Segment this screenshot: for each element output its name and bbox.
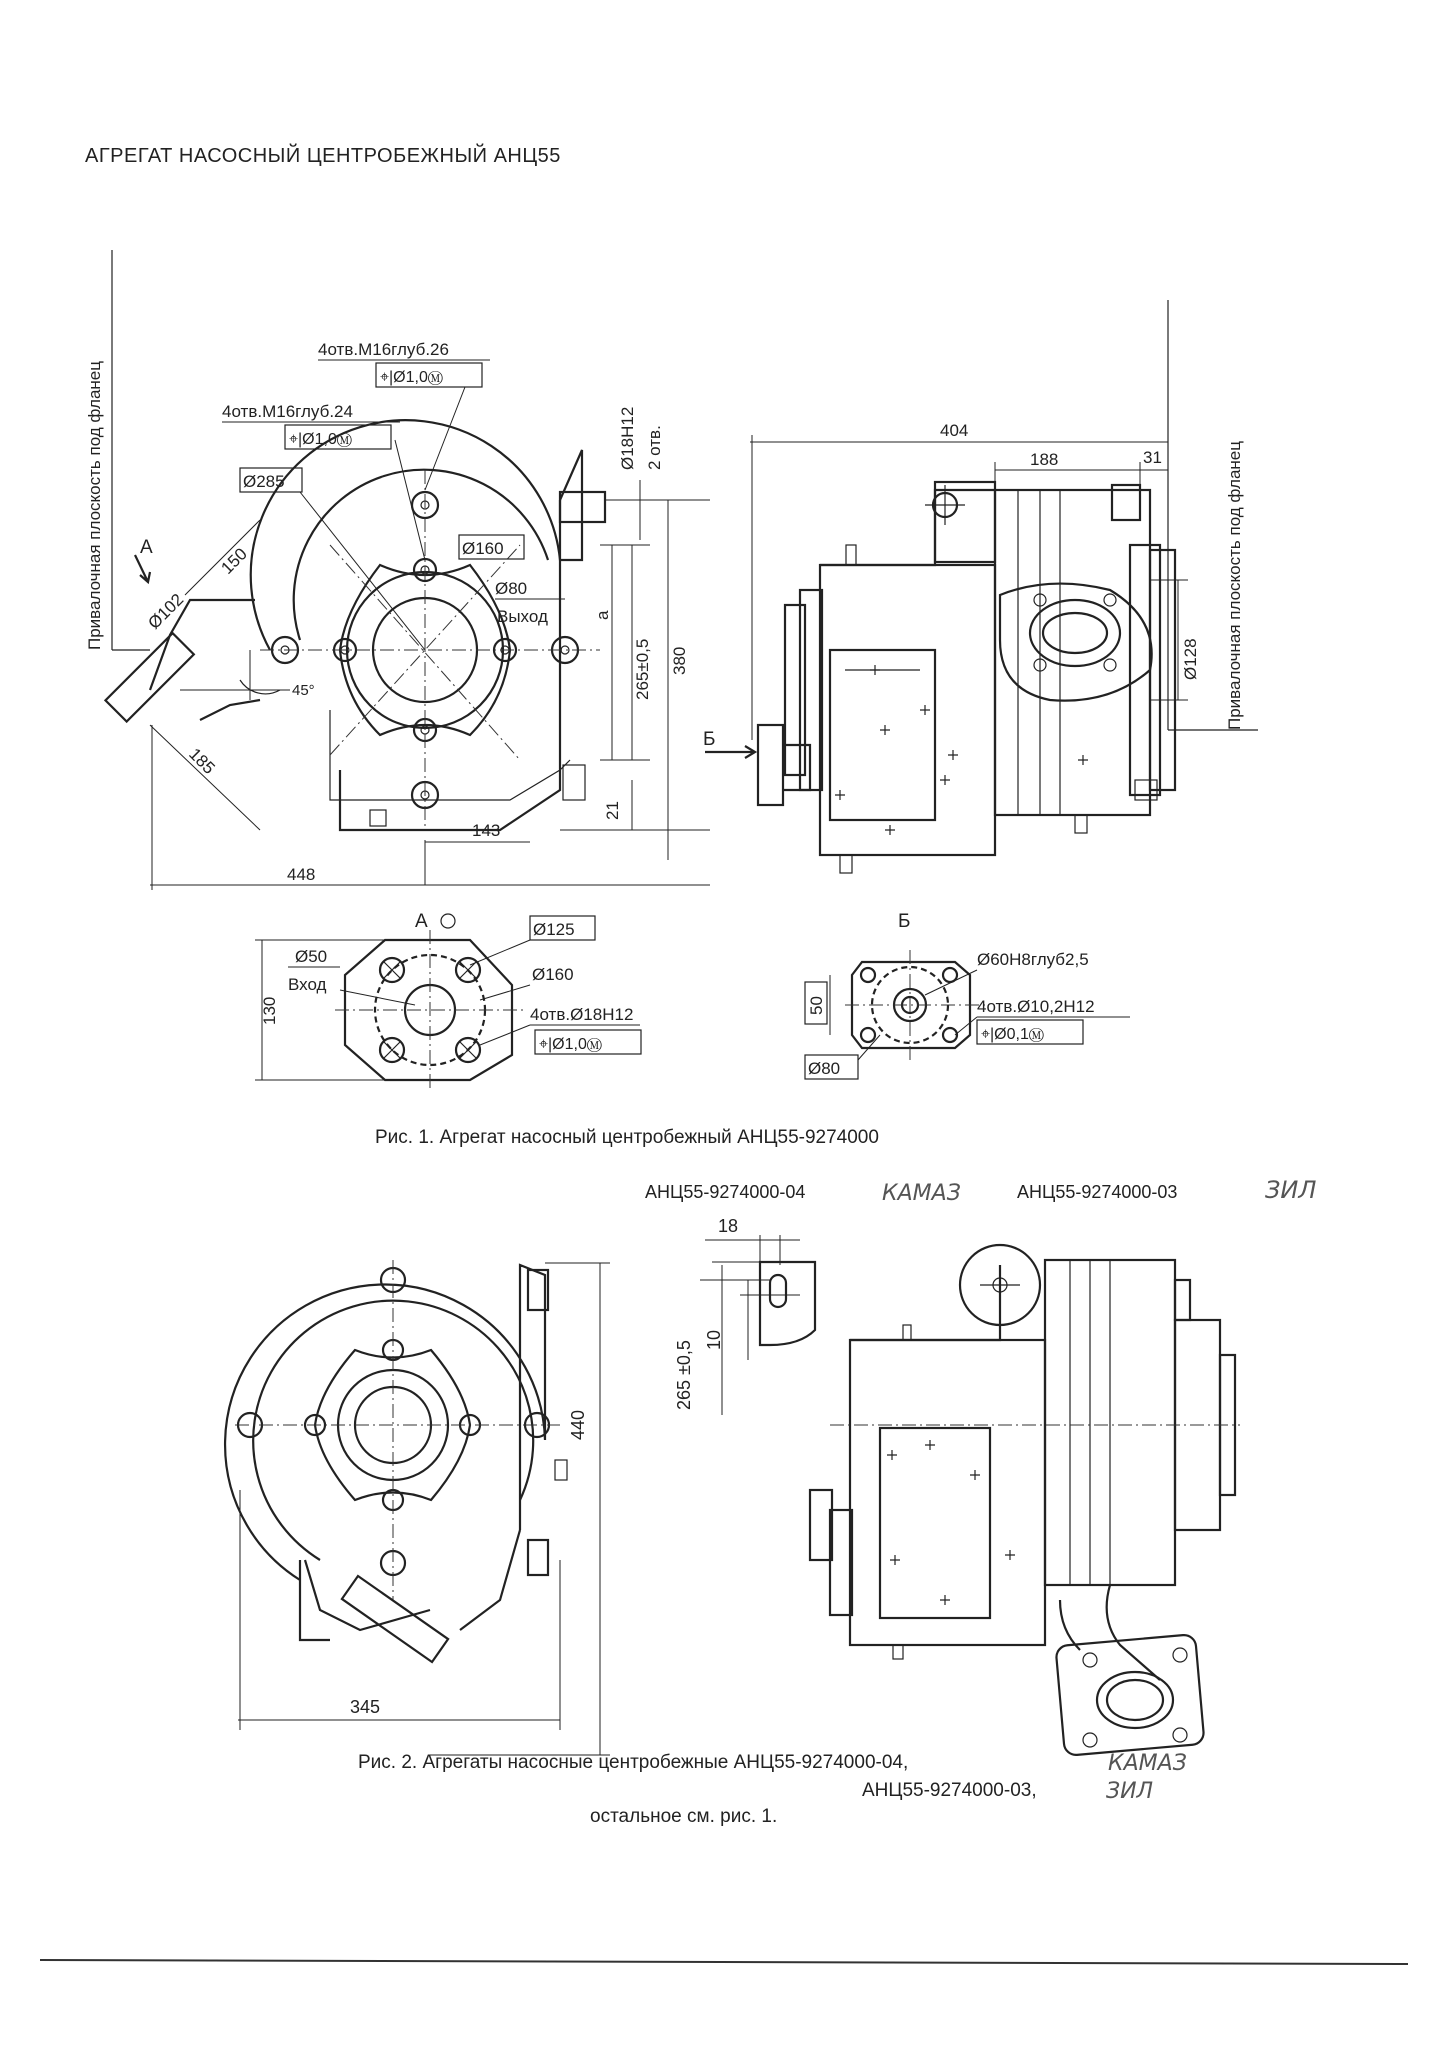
fig1-side-view: Привалочная плоскость под фланец Б <box>703 300 1258 874</box>
detail-a-d160: Ø160 <box>532 965 574 984</box>
d128-label: Ø128 <box>1181 638 1200 680</box>
view-a-arrow-label: А <box>140 537 153 558</box>
dim440-label: 440 <box>568 1410 588 1440</box>
dim404-label: 404 <box>940 421 968 440</box>
figure1-caption: Рис. 1. Агрегат насосный центробежный АН… <box>375 1127 879 1148</box>
dim-a-label: а <box>593 610 612 620</box>
detail-a-inlet: Вход <box>288 975 327 994</box>
detail-b-tol: ⌖|Ø0,1Ⓜ <box>981 1026 1044 1043</box>
detail-a-d125: Ø125 <box>533 920 575 939</box>
outlet-label: Выход <box>497 607 548 626</box>
fig1-side-annotations: 404 188 31 Ø128 <box>750 421 1200 740</box>
d285-label: Ø285 <box>243 472 285 491</box>
mount-plane-label-right: Привалочная плоскость под фланец <box>1225 441 1244 730</box>
dim21-label: 21 <box>603 801 622 820</box>
hand-note-zil-top: ЗИЛ <box>1265 1176 1316 1204</box>
detail-b-d60: Ø60H8глуб2,5 <box>977 950 1089 969</box>
holes-mid-label: 4отв.М16глуб.24 <box>222 402 353 421</box>
mount-plane-label-left: Привалочная плоскость под фланец <box>85 361 104 650</box>
hand-note-kamaz-bottom: КАМАЗ <box>1108 1751 1187 1776</box>
dim143-label: 143 <box>472 821 500 840</box>
detail-a-d50: Ø50 <box>295 947 327 966</box>
dim265-label: 265±0,5 <box>633 639 652 700</box>
holes2-label: 2 отв. <box>645 425 664 470</box>
caption2-line1: Рис. 2. Агрегаты насосные центробежные А… <box>358 1752 908 1773</box>
detail-a-title: А <box>415 911 428 932</box>
detail-a-dim130: 130 <box>260 997 279 1025</box>
figure2-caption: Рис. 2. Агрегаты насосные центробежные А… <box>358 1751 1187 1827</box>
bottom-rule <box>39 1959 1409 1965</box>
dim150-label: 150 <box>217 544 250 577</box>
detail-b: Б Ø60H8глуб2,5 4отв.Ø10,2H12 ⌖|Ø0,1Ⓜ 50 … <box>804 911 1130 1080</box>
detail-a-tol: ⌖|Ø1,0Ⓜ <box>539 1036 602 1053</box>
hand-note-kamaz-top: КАМАЗ <box>882 1181 961 1206</box>
tol-mid-label: ⌖|Ø1,0Ⓜ <box>289 431 352 448</box>
detail-b-dim50: 50 <box>807 996 826 1015</box>
page-title: АГРЕГАТ НАСОСНЫЙ ЦЕНТРОБЕЖНЫЙ АНЦ55 <box>85 143 561 167</box>
detail-a: А Ø125 Ø50 Вход Ø160 130 4отв.Ø18H12 ⌖|Ø… <box>255 911 642 1090</box>
fig2-detail: 18 265 ±0,5 10 <box>674 1216 817 1415</box>
tol-top-label: ⌖|Ø1,0Ⓜ <box>380 369 443 386</box>
dim380-label: 380 <box>670 647 689 675</box>
fig2-side-view <box>808 1243 1240 1756</box>
detail-b-d80: Ø80 <box>808 1059 840 1078</box>
caption2-line3: остальное см. рис. 1. <box>590 1806 777 1827</box>
view-b-arrow-label: Б <box>703 729 715 750</box>
detail-b-title: Б <box>898 911 910 932</box>
detail-a-holes: 4отв.Ø18H12 <box>530 1005 633 1024</box>
model-03-label: АНЦ55-9274000-03 <box>1017 1182 1177 1202</box>
dim185-label: 185 <box>185 744 218 777</box>
d18-label: Ø18H12 <box>618 407 637 470</box>
hand-note-zil-bottom: ЗИЛ <box>1106 1779 1153 1804</box>
dim31-label: 31 <box>1143 448 1162 467</box>
angle45-label: 45° <box>292 682 315 699</box>
dim345-label: 345 <box>350 1697 380 1717</box>
d80-label: Ø80 <box>495 579 527 598</box>
caption2-line2: АНЦ55-9274000-03, <box>862 1780 1037 1801</box>
dim448-label: 448 <box>287 865 315 884</box>
dim265-fig2-label: 265 ±0,5 <box>674 1340 694 1410</box>
model-04-label: АНЦ55-9274000-04 <box>645 1182 805 1202</box>
d102-label: Ø102 <box>144 590 187 633</box>
d160-label: Ø160 <box>462 539 504 558</box>
fig1-front-view: Привалочная плоскость под фланец <box>85 250 607 832</box>
dim10-label: 10 <box>704 1330 724 1350</box>
fig2-front-view: 440 345 <box>224 1260 610 1756</box>
fig2-header: АНЦ55-9274000-04 КАМАЗ АНЦ55-9274000-03 … <box>645 1176 1316 1206</box>
detail-b-holes: 4отв.Ø10,2H12 <box>977 997 1095 1016</box>
holes-top-label: 4отв.М16глуб.26 <box>318 340 449 359</box>
dim188-label: 188 <box>1030 450 1058 469</box>
dim18-label: 18 <box>718 1216 738 1236</box>
